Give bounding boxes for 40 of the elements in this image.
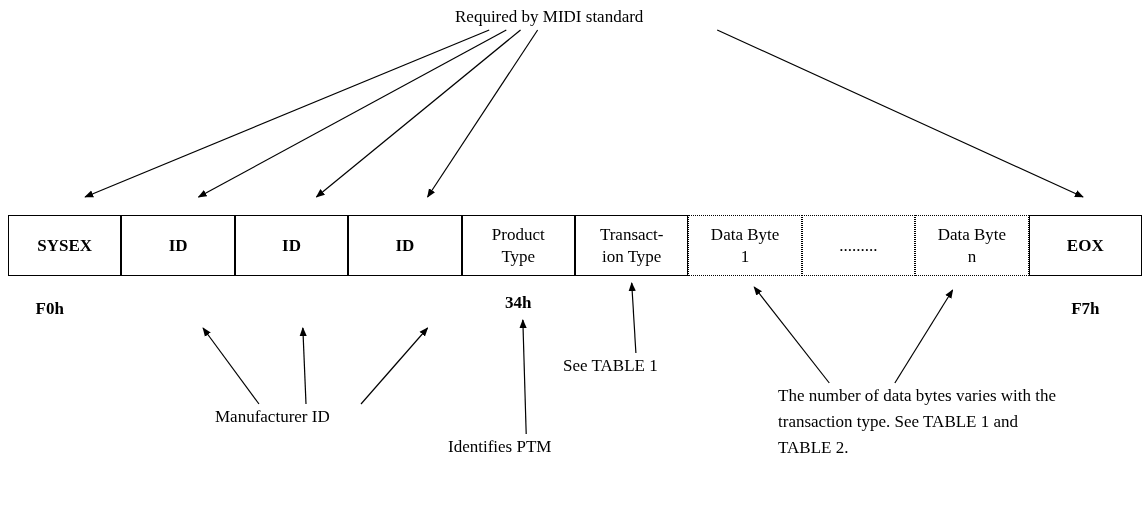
- hex-value: 34h: [504, 292, 533, 314]
- arrow: [628, 282, 637, 354]
- arrow: [315, 29, 522, 198]
- byte-field: [121, 215, 235, 276]
- arrow: [716, 29, 1084, 198]
- field-label: Product Type: [490, 223, 546, 268]
- byte-field: [348, 215, 462, 276]
- field-label: EOX: [1065, 234, 1105, 257]
- field-label: .........: [838, 234, 879, 257]
- field-label: ID: [281, 234, 302, 257]
- arrow: [197, 29, 507, 198]
- arrow: [519, 319, 527, 435]
- field-label: ID: [394, 234, 416, 257]
- arrow: [426, 29, 539, 198]
- byte-field: [688, 215, 802, 276]
- byte-field: [234, 215, 349, 276]
- byte-field: [1028, 215, 1142, 276]
- byte-field: [801, 215, 916, 276]
- note-text: See TABLE 1: [563, 353, 698, 379]
- hex-value: F0h: [34, 298, 65, 320]
- byte-field: [915, 215, 1029, 276]
- arrow: [84, 29, 490, 198]
- note-text: Manufacturer ID: [215, 404, 415, 456]
- field-label: Transact- ion Type: [598, 223, 665, 268]
- field-label: SYSEX: [36, 234, 94, 257]
- hex-value: F7h: [1070, 298, 1101, 320]
- byte-field: [575, 215, 689, 276]
- arrow: [753, 286, 830, 384]
- note-text: The number of data bytes varies with the transaction type. See TABLE 1 and TABLE 2.: [778, 383, 1063, 493]
- note-text: Required by MIDI standard: [455, 4, 740, 30]
- field-label: Data Byte n: [936, 223, 1008, 268]
- byte-field: [8, 215, 122, 276]
- arrow: [894, 289, 954, 384]
- arrow: [202, 327, 260, 405]
- field-label: Data Byte 1: [709, 223, 781, 268]
- field-label: ID: [167, 234, 189, 257]
- byte-field: [461, 215, 575, 276]
- arrow: [360, 327, 429, 405]
- arrow: [299, 327, 307, 405]
- note-text: Identifies PTM: [448, 434, 618, 460]
